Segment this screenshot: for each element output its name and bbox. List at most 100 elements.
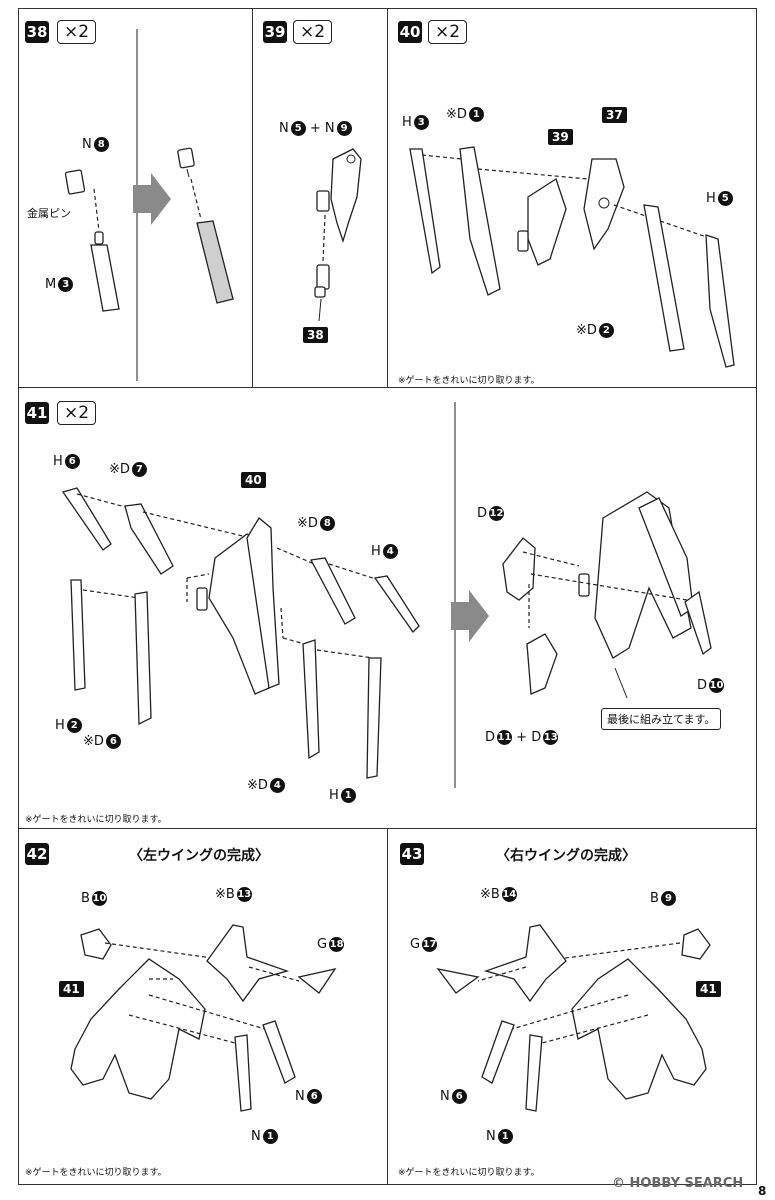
step-number: 40: [398, 21, 422, 43]
part-number-circle: 13: [543, 730, 559, 745]
part-letter: H: [706, 191, 716, 206]
part-letter: N: [486, 1129, 496, 1144]
part-letter: ※D: [576, 323, 597, 338]
part-letter: N: [295, 1089, 305, 1104]
step-41-illustration: [61, 402, 712, 788]
quantity-badge: ×2: [293, 20, 333, 44]
part-letter: D: [531, 730, 542, 745]
part-letter: D: [485, 730, 496, 745]
part-letter: ※D: [83, 734, 104, 749]
step-38-illustration: [64, 29, 234, 381]
step-number: 43: [400, 843, 424, 865]
reference-step-tag-37: 37: [602, 107, 627, 123]
reference-step-tag-40: 40: [241, 472, 266, 488]
part-letter: D: [477, 506, 488, 521]
step-number: 42: [25, 843, 49, 865]
part-letter: H: [402, 115, 412, 130]
assemble-last-callout: 最後に組み立てます。: [601, 708, 722, 730]
part-number-circle: 6: [451, 1089, 467, 1104]
part-letter: N: [279, 121, 289, 136]
part-letter: G: [410, 937, 421, 952]
part-letter: ※D: [109, 462, 130, 477]
part-number-circle: 14: [501, 887, 517, 902]
part-letter: G: [317, 937, 328, 952]
part-letter: ※D: [247, 778, 268, 793]
gate-trim-note: ※ゲートをきれいに切り取ります。: [398, 376, 540, 386]
part-letter: N: [440, 1089, 450, 1104]
part-letter: B: [650, 891, 659, 906]
part-letter: H: [55, 718, 65, 733]
part-letter: H: [329, 788, 339, 803]
step-40-illustration: [409, 146, 735, 368]
quantity-badge: ×2: [57, 20, 97, 44]
part-letter: ※D: [297, 516, 318, 531]
reference-step-tag: 38: [303, 327, 328, 343]
reference-step-tag-39: 39: [548, 129, 573, 145]
part-letter: D: [697, 678, 708, 693]
part-letter: N: [324, 121, 335, 136]
part-number-circle: 4: [382, 544, 398, 559]
part-number-circle: 2: [66, 718, 82, 733]
part-number-circle: 13: [236, 887, 252, 902]
step-number: 41: [25, 402, 49, 424]
gate-trim-note: ※ゲートをきれいに切り取ります。: [25, 815, 167, 825]
quantity-badge: ×2: [57, 401, 97, 425]
part-letter: N: [82, 137, 92, 152]
reference-step-tag-41: 41: [59, 981, 84, 997]
part-letter: N: [251, 1129, 261, 1144]
part-number-circle: 12: [489, 506, 505, 521]
step-39-illustration: [314, 148, 362, 322]
step-number: 38: [25, 21, 49, 43]
part-letter: H: [53, 454, 63, 469]
part-number-circle: 1: [468, 107, 484, 122]
part-number-circle: 1: [262, 1129, 278, 1144]
part-number-circle: 18: [329, 937, 345, 952]
part-number-circle: 3: [58, 277, 74, 292]
part-number-circle: 10: [709, 678, 725, 693]
part-number-circle: 3: [413, 115, 429, 130]
step-42-illustration: [70, 924, 337, 1112]
step-title: 〈右ウイングの完成〉: [496, 848, 636, 864]
part-number-circle: 11: [497, 730, 513, 745]
page-number: 8: [758, 1184, 767, 1198]
part-number-circle: 9: [660, 891, 676, 906]
part-number-circle: 1: [340, 788, 356, 803]
part-letter: ※B: [215, 887, 235, 902]
part-number-circle: 10: [91, 891, 107, 906]
part-number-circle: 5: [290, 121, 306, 136]
part-number-circle: 6: [64, 454, 80, 469]
part-letter: ※D: [446, 107, 467, 122]
part-number-circle: 6: [105, 734, 121, 749]
part-number-circle: 17: [422, 937, 438, 952]
reference-step-tag-41: 41: [696, 981, 721, 997]
plus-sign: +: [309, 121, 321, 136]
part-number-circle: 1: [497, 1129, 513, 1144]
step-number: 39: [263, 21, 287, 43]
step-43-illustration: [436, 924, 711, 1112]
part-letter: M: [45, 277, 57, 292]
part-letter: B: [81, 891, 90, 906]
part-number-circle: 2: [598, 323, 614, 338]
